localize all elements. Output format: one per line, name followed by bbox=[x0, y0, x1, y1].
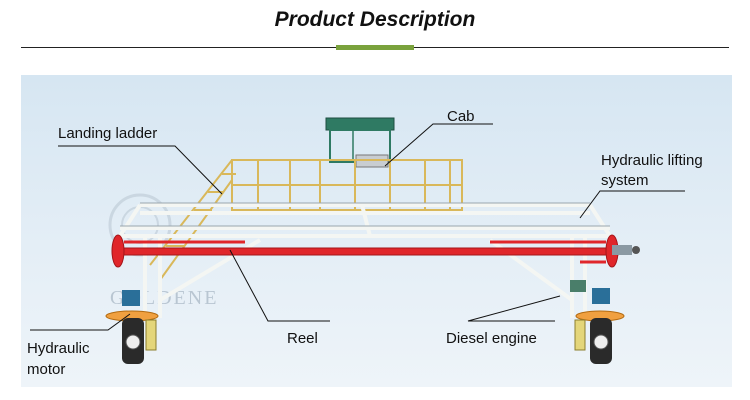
label-cab: Cab bbox=[447, 108, 475, 125]
hydraulic-lifting-cylinder bbox=[612, 245, 640, 255]
platform-railing bbox=[231, 159, 463, 211]
label-landing-ladder: Landing ladder bbox=[58, 125, 157, 142]
callout-lines bbox=[30, 123, 685, 331]
label-hydraulic-motor-line1: Hydraulic bbox=[27, 340, 90, 357]
label-diesel-engine: Diesel engine bbox=[446, 330, 537, 347]
label-hydraulic-motor-line2: motor bbox=[27, 361, 65, 378]
cab-structure bbox=[325, 117, 395, 168]
label-reel: Reel bbox=[287, 330, 318, 347]
reel bbox=[111, 234, 619, 268]
label-hydraulic-lifting-line1: Hydraulic lifting bbox=[601, 152, 703, 169]
label-hydraulic-lifting-line2: system bbox=[601, 172, 649, 189]
left-wheel-assembly bbox=[105, 290, 159, 364]
right-wheel-assembly bbox=[574, 288, 625, 364]
main-frame bbox=[118, 203, 612, 318]
header-accent-bar bbox=[336, 45, 414, 50]
page-title: Product Description bbox=[274, 8, 476, 31]
diesel-engine bbox=[570, 280, 586, 292]
